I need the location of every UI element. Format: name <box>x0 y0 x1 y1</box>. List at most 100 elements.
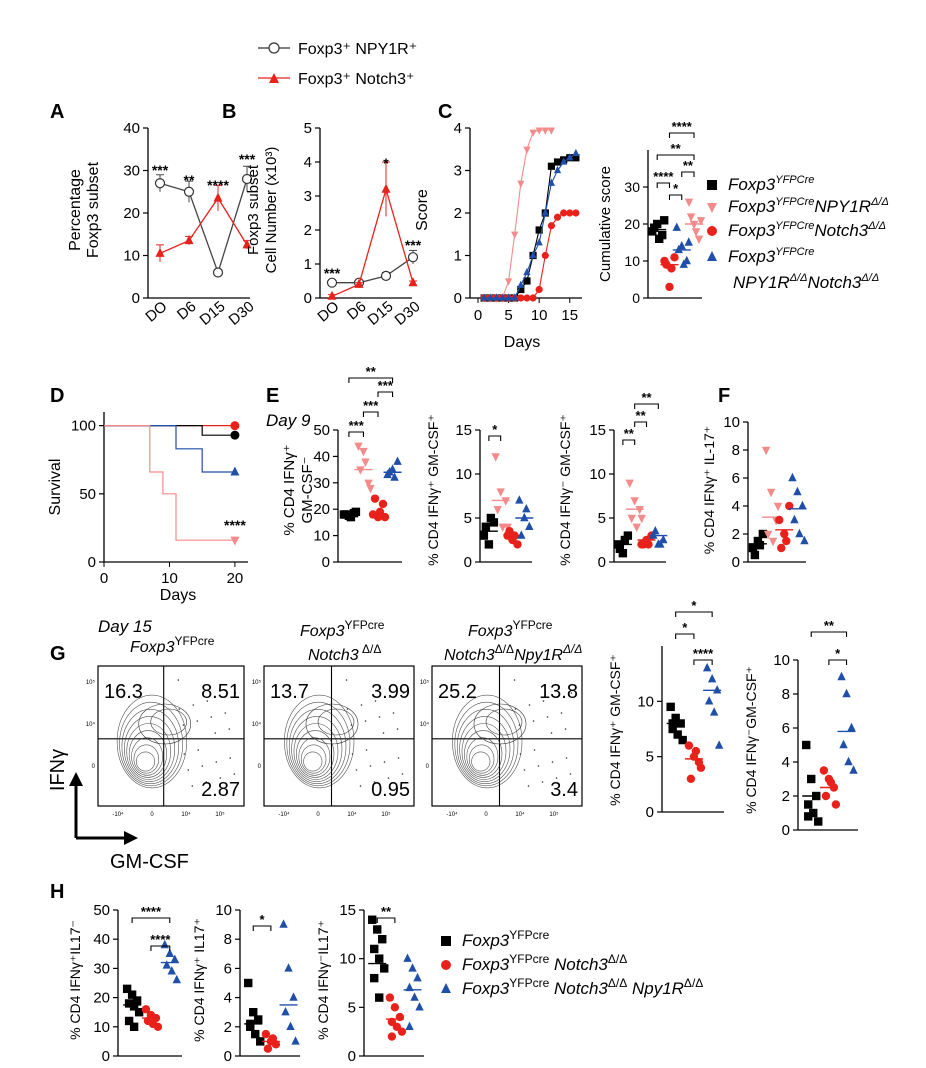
data-point-tri-up <box>515 495 524 504</box>
y-tick-label: 0 <box>454 290 462 307</box>
data-point-circle <box>775 515 784 525</box>
significance-stars: **** <box>693 646 714 661</box>
y-tick-label: 2 <box>732 526 740 543</box>
event-dot <box>378 716 381 718</box>
scatter-E3: ****** <box>613 390 668 558</box>
flow-plot-title: Foxp3YFPcre <box>468 618 553 640</box>
y-tick-label: 8 <box>732 442 740 459</box>
data-point-tri-up <box>842 688 851 698</box>
y-tick-label: 4 <box>782 754 790 771</box>
significance-stars: *** <box>405 237 422 253</box>
significance-stars: ** <box>671 141 682 156</box>
significance-stars: *** <box>349 418 365 433</box>
flow-plot-frame <box>97 665 245 807</box>
data-point-tri-up <box>162 960 171 969</box>
significance-bracket <box>252 925 272 931</box>
data-point-tri-up <box>839 739 848 749</box>
x-tick-label: D6 <box>344 298 370 323</box>
event-dot <box>402 692 405 694</box>
data-point-square <box>254 1015 263 1024</box>
significance-bracket <box>488 435 502 441</box>
data-point-square <box>378 935 387 944</box>
quadrant-value-lr: 0.95 <box>371 779 410 801</box>
panel-letter-H: H <box>50 881 64 903</box>
data-point-tri-up <box>795 528 804 538</box>
marker-triangle-up <box>354 278 364 288</box>
legend-marker <box>441 983 451 993</box>
y-axis-title: % CD4 IFNγ⁻IL17⁺ <box>315 920 331 1040</box>
data-point-tri-down <box>694 235 704 244</box>
marker-open-circle <box>212 267 224 278</box>
data-point-tri-down <box>501 497 510 506</box>
data-point-tri-up <box>844 756 853 766</box>
event-dot <box>183 753 186 755</box>
marker-triangle-up <box>535 238 543 246</box>
contour-ring <box>468 744 495 774</box>
data-point-tri-up <box>291 1036 300 1045</box>
y-axis-title: Percentage <box>67 169 84 251</box>
significance-bracket <box>675 611 713 617</box>
legend-label-notch3: Foxp3⁺ Notch3⁺ <box>298 71 415 88</box>
flow-axis-tick: 10⁵ <box>381 811 391 818</box>
significance-stars: ** <box>636 408 647 423</box>
flow-plot-title: Foxp3YFPcre <box>130 634 215 656</box>
quadrant-value-ul: 25.2 <box>438 681 477 703</box>
flow-axis-tick: 10⁵ <box>215 811 225 818</box>
series-line <box>331 186 414 297</box>
y-tick-label: 10 <box>339 951 356 968</box>
data-point-square <box>134 1008 144 1017</box>
event-dot <box>569 773 572 775</box>
significance-stars: * <box>835 646 841 661</box>
flow-axis-tick: 10⁵ <box>549 811 559 818</box>
y-tick-label: 6 <box>224 960 232 977</box>
event-dot <box>513 679 516 681</box>
marker-triangle-down <box>541 127 549 135</box>
data-point-square <box>489 518 499 527</box>
data-point-tri-up <box>408 963 417 972</box>
y-tick-label: 10 <box>455 466 472 483</box>
significance-stars: ** <box>184 172 195 188</box>
event-dot <box>364 720 367 722</box>
significance-stars: *** <box>363 398 379 413</box>
data-point-circle <box>819 766 829 775</box>
y-axis-title: % CD4 IFNγ⁻GM-CSF⁺ <box>743 666 759 814</box>
data-point-tri-down <box>691 228 701 237</box>
legend-label-npy1r: Foxp3⁺ NPY1R⁺ <box>298 41 417 58</box>
data-point-square <box>380 964 389 973</box>
event-dot <box>205 781 208 783</box>
data-point-circle <box>268 1034 278 1043</box>
significance-stars: **** <box>672 119 693 134</box>
y-tick-label: 10 <box>123 248 140 265</box>
data-point-circle <box>665 282 674 292</box>
y-tick-label: 10 <box>589 466 606 483</box>
significance-stars: ** <box>624 426 635 441</box>
quadrant-value-lr: 2.87 <box>201 779 240 801</box>
contour-ring <box>293 723 339 780</box>
series-line <box>484 129 552 299</box>
significance-stars: *** <box>378 378 394 393</box>
y-axis-title: Cell Number (x10³) <box>263 147 280 274</box>
x-tick-label: 15 <box>561 307 578 324</box>
data-point-tri-down <box>689 220 699 230</box>
data-point-circle <box>263 1044 273 1053</box>
y-tick-label: 30 <box>123 163 140 180</box>
marker-triangle-down <box>504 278 513 286</box>
data-point-tri-up <box>684 237 693 246</box>
data-point-tri-up <box>712 685 722 694</box>
data-point-circle <box>395 1012 405 1022</box>
panel-letter-A: A <box>50 101 64 123</box>
marker-circle <box>547 222 556 230</box>
data-point-square <box>671 713 680 723</box>
marker-open-circle <box>154 178 166 189</box>
gmcsf-arrow-head <box>124 831 138 845</box>
contour-ring <box>136 751 156 772</box>
y-tick-label: 6 <box>732 470 740 487</box>
legend-label: Foxp3YFPCreNPY1RΔ/Δ <box>728 196 889 216</box>
flow-axis-tick: 10⁵ <box>420 679 430 686</box>
significance-stars: ** <box>824 618 835 633</box>
y-tick-label: 0 <box>782 822 790 839</box>
